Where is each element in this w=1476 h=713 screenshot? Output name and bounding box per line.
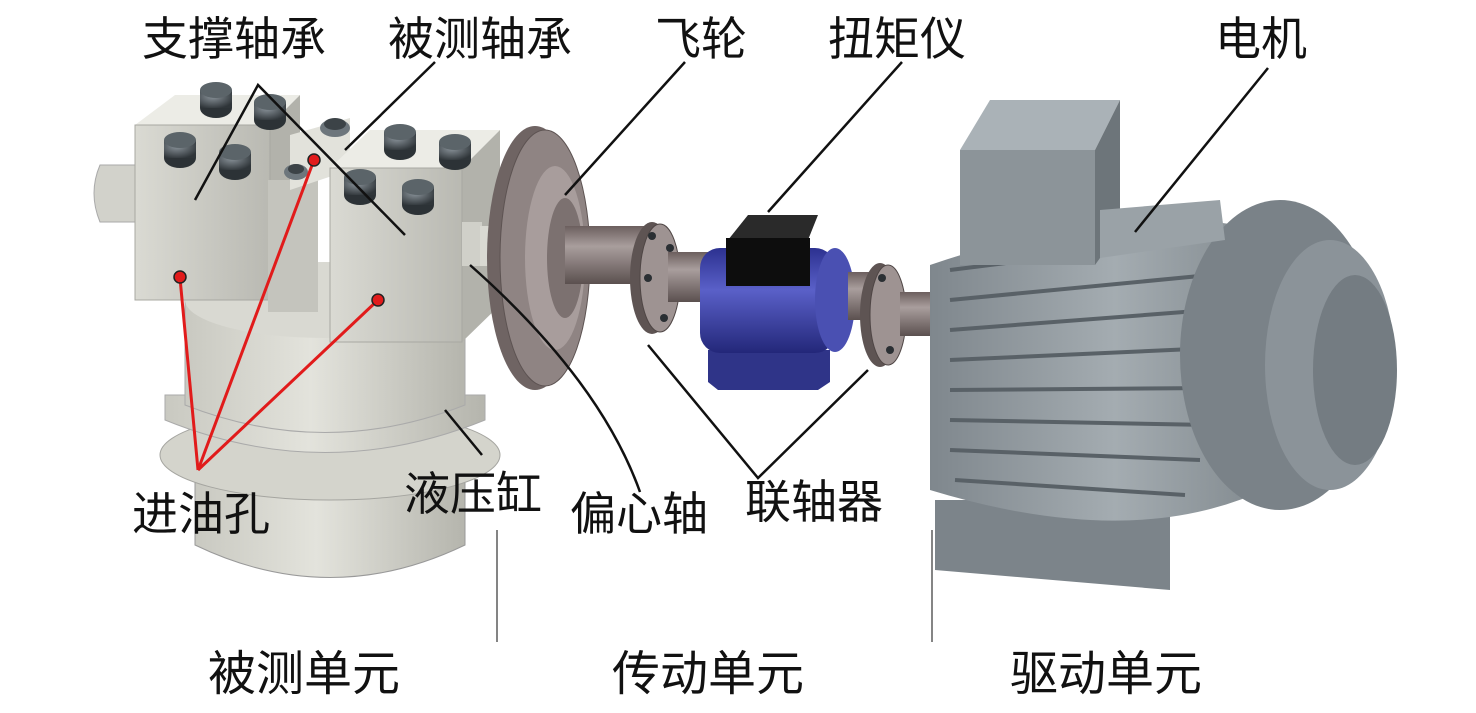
label-coupling: 联轴器 xyxy=(745,475,883,529)
motor-cooling-fins xyxy=(949,238,1216,497)
motor-fan-cover xyxy=(1180,200,1397,510)
transmission-unit-assembly xyxy=(487,126,940,390)
label-motor: 电机 xyxy=(1215,12,1307,66)
support-bearing-housing-right xyxy=(329,130,500,343)
label-torque-meter: 扭矩仪 xyxy=(828,12,966,66)
section-drive-unit: 驱动单元 xyxy=(1010,646,1202,702)
label-eccentric-shaft: 偏心轴 xyxy=(570,487,708,541)
torque-meter-body xyxy=(700,215,855,390)
coupling-1 xyxy=(630,222,681,334)
leader-lines xyxy=(193,61,1269,493)
label-support-bearing: 支撑轴承 xyxy=(142,12,326,66)
tested-unit-assembly xyxy=(93,82,510,578)
oil-inlet-markers xyxy=(178,159,380,472)
motor-assembly xyxy=(930,100,1397,590)
label-flywheel: 飞轮 xyxy=(655,12,747,66)
motor-terminal-box xyxy=(960,100,1225,265)
section-transmission-unit: 传动单元 xyxy=(612,646,804,702)
oil-inlet-dot-2 xyxy=(307,153,321,167)
torque-meter-head xyxy=(726,238,810,286)
label-oil-inlet: 进油孔 xyxy=(132,487,270,541)
oil-inlet-dot-3 xyxy=(371,293,385,307)
oil-inlet-dot-1 xyxy=(173,270,187,284)
label-tested-bearing: 被测轴承 xyxy=(388,12,572,66)
section-tested-unit: 被测单元 xyxy=(208,646,400,702)
label-hydraulic-cylinder: 液压缸 xyxy=(404,467,542,521)
coupling-2 xyxy=(860,263,907,367)
